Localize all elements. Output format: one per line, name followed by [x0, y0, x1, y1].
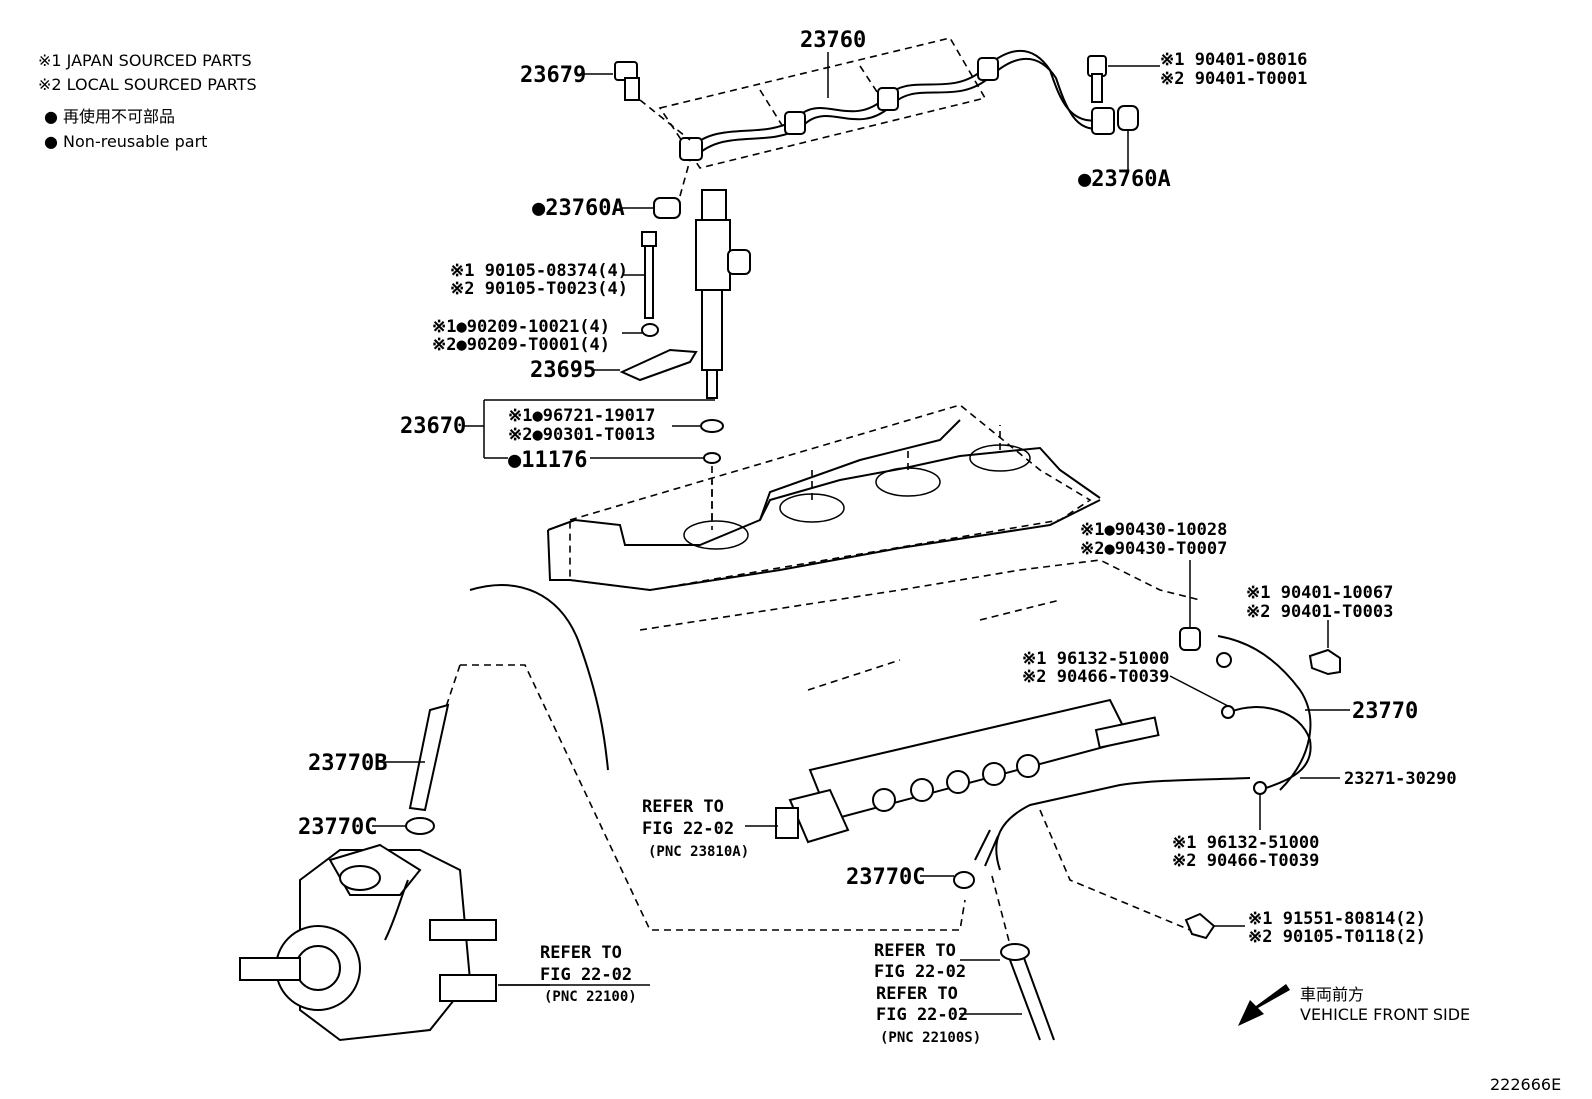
ref4-line2: FIG 22-02: [876, 1005, 968, 1025]
reference-labels: REFER TO FIG 22-02 (PNC 23810A) REFER TO…: [540, 797, 981, 1046]
label-90209-10021: ※1●90209-10021(4): [432, 317, 610, 337]
label-96132-51000-upper: ※1 96132-51000: [1022, 649, 1169, 669]
label-23770: 23770: [1352, 699, 1418, 724]
legend: ※1 JAPAN SOURCED PARTS ※2 LOCAL SOURCED …: [38, 51, 257, 151]
label-90401-t0003: ※2 90401-T0003: [1246, 602, 1393, 622]
label-23695: 23695: [530, 358, 596, 383]
ref1-line3: (PNC 23810A): [648, 844, 749, 860]
label-90401-08016: ※1 90401-08016: [1160, 50, 1307, 70]
label-90401-10067: ※1 90401-10067: [1246, 583, 1393, 603]
label-23679: 23679: [520, 63, 586, 88]
label-90430-10028: ※1●90430-10028: [1080, 520, 1227, 540]
label-23670: 23670: [400, 414, 466, 439]
label-23770c-right: 23770C: [846, 865, 925, 890]
label-90209-t0001: ※2●90209-T0001(4): [432, 335, 610, 355]
label-90466-t0039-lower: ※2 90466-T0039: [1172, 851, 1319, 871]
clamp-23695: [592, 348, 698, 382]
pipe-nut-1: [679, 137, 703, 161]
hose-right: [920, 829, 1055, 1041]
pipe-nut-4: [977, 57, 999, 81]
injection-pipe-group: [658, 37, 1115, 169]
label-90466-t0039-upper: ※2 90466-T0039: [1022, 667, 1169, 687]
bolt-23679: [580, 61, 691, 141]
label-23760: 23760: [800, 28, 866, 53]
front-direction-arrow-icon: [1238, 984, 1290, 1026]
cylinder-head: [469, 404, 1201, 771]
bolt-90105: [622, 231, 659, 337]
label-96132-51000-lower: ※1 96132-51000: [1172, 833, 1319, 853]
ref3-line2: FIG 22-02: [874, 962, 966, 982]
pipe-nut-5: [1091, 107, 1115, 135]
label-23760a-right: ●23760A: [1078, 167, 1171, 192]
direction-labels: 車両前方 VEHICLE FRONT SIDE: [1300, 985, 1470, 1024]
ref3-line1: REFER TO: [874, 941, 956, 961]
label-23271-30290: 23271-30290: [1344, 769, 1457, 789]
direction-jp: 車両前方: [1300, 985, 1364, 1004]
supply-pump: [239, 664, 966, 1042]
ref4-line1: REFER TO: [876, 984, 958, 1004]
label-11176: ●11176: [508, 448, 587, 473]
label-23760a-left: ●23760A: [532, 196, 625, 221]
legend-japan: ※1 JAPAN SOURCED PARTS: [38, 51, 252, 70]
figure-id: 222666E: [1490, 1075, 1561, 1094]
banjo-bolt-right: [1087, 55, 1160, 172]
pipe-nut-2: [784, 111, 806, 135]
label-90430-t0007: ※2●90430-T0007: [1080, 539, 1227, 559]
label-90105-t0023: ※2 90105-T0023(4): [450, 279, 628, 299]
label-96721-19017: ※1●96721-19017: [508, 406, 655, 426]
label-23770b: 23770B: [308, 751, 387, 776]
ref2-line2: FIG 22-02: [540, 965, 632, 985]
ref1-line1: REFER TO: [642, 797, 724, 817]
legend-local: ※2 LOCAL SOURCED PARTS: [38, 75, 257, 94]
label-91551-80814: ※1 91551-80814(2): [1248, 909, 1426, 929]
common-rail: [775, 599, 1251, 931]
label-90301-t0013: ※2●90301-T0013: [508, 425, 655, 445]
direction-en: VEHICLE FRONT SIDE: [1300, 1005, 1470, 1024]
label-90105-08374: ※1 90105-08374(4): [450, 261, 628, 281]
gasket-23760a-left: [622, 159, 691, 219]
ref1-line2: FIG 22-02: [642, 819, 734, 839]
label-90105-t0118: ※2 90105-T0118(2): [1248, 927, 1426, 947]
reference-leaders: [498, 825, 778, 986]
ref2-line3: (PNC 22100): [544, 989, 637, 1005]
ref2-line1: REFER TO: [540, 943, 622, 963]
label-23770c-left: 23770C: [298, 815, 377, 840]
pipe-23770: [1169, 560, 1350, 940]
ref4-line3: (PNC 22100S): [880, 1030, 981, 1046]
legend-nonreusable-en: ● Non-reusable part: [44, 132, 207, 151]
pipe-nut-3: [877, 87, 899, 111]
injector: [695, 189, 751, 399]
legend-nonreusable-jp: ● 再使用不可部品: [44, 107, 175, 126]
part-labels: 23760 23679 ※1 90401-08016 ※2 90401-T000…: [298, 28, 1457, 947]
label-90401-t0001: ※2 90401-T0001: [1160, 69, 1307, 89]
